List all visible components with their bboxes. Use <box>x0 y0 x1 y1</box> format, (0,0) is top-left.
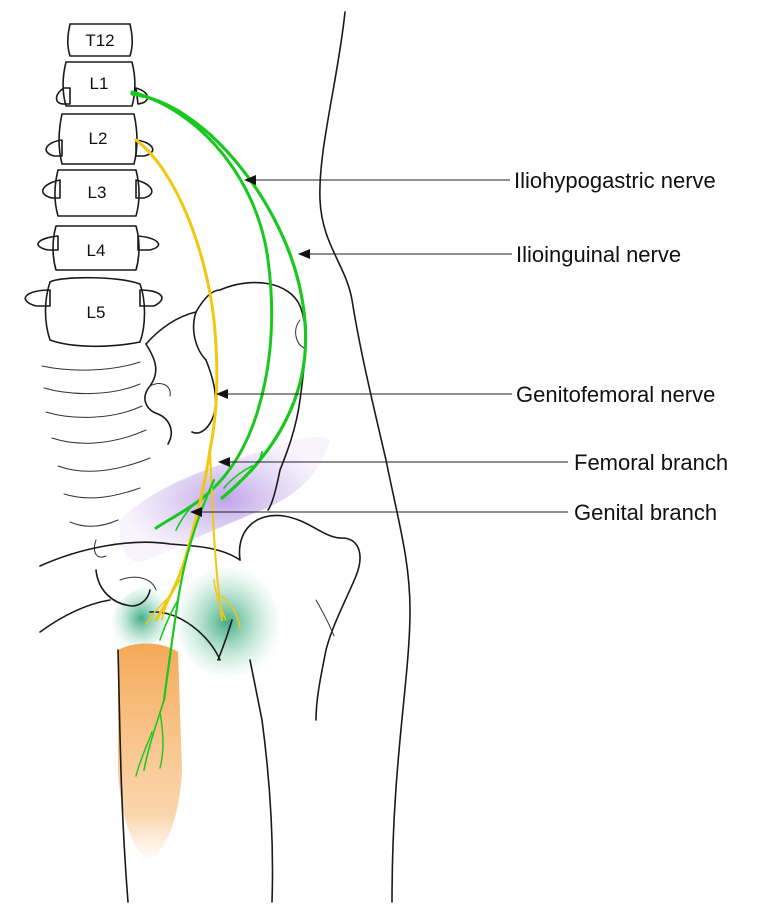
vertebra-l3: L3 <box>55 170 139 216</box>
vertebra-l5: L5 <box>46 278 145 347</box>
label-genital-branch: Genital branch <box>574 500 717 525</box>
ilioinguinal-nerve <box>132 94 306 498</box>
inner-thigh-zone <box>118 644 182 861</box>
vertebra-l2: L2 <box>59 114 137 164</box>
label-genitofemoral-nerve: Genitofemoral nerve <box>516 382 715 407</box>
vertebra-t12: T12 <box>68 24 133 56</box>
label-ilioinguinal-nerve: Ilioinguinal nerve <box>516 242 681 267</box>
vertebra-label-l2: L2 <box>89 129 108 148</box>
vertebra-label-t12: T12 <box>85 31 114 50</box>
label-iliohypogastric-nerve: Iliohypogastric nerve <box>514 168 716 193</box>
vertebra-l4: L4 <box>53 226 139 270</box>
vertebra-label-l5: L5 <box>87 303 106 322</box>
vertebra-label-l1: L1 <box>90 74 109 93</box>
label-femoral-branch: Femoral branch <box>574 450 728 475</box>
body-contour <box>320 12 410 902</box>
vertebra-label-l3: L3 <box>88 183 107 202</box>
genital-zone-right <box>175 568 279 676</box>
vertebra-label-l4: L4 <box>87 241 106 260</box>
vertebra-l1: L1 <box>63 62 135 106</box>
